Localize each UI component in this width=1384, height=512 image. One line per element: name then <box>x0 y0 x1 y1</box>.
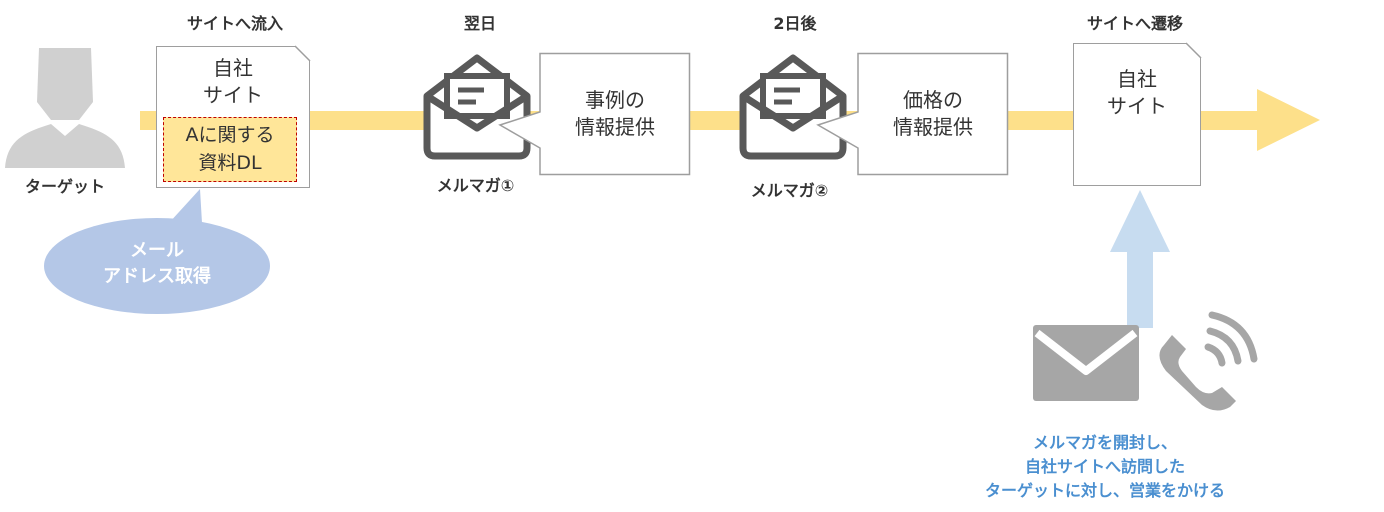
label-next-day: 翌日 <box>463 14 496 33</box>
person-icon <box>5 48 125 168</box>
callout-2-line1: 価格の <box>903 88 963 112</box>
site-page-2-line2: サイト <box>1107 94 1167 118</box>
sales-note-line1: メルマガを開封し、 <box>1032 433 1177 452</box>
email-bubble-line2: アドレス取得 <box>103 266 211 287</box>
label-two-days-later: 2日後 <box>773 14 817 33</box>
callout-1-shape <box>498 52 691 176</box>
sales-note: メルマガを開封し、 自社サイトへ訪問した ターゲットに対し、営業をかける <box>940 431 1270 503</box>
site-page-2-title: 自社 サイト <box>1074 66 1200 120</box>
callout-2-text: 価格の 情報提供 <box>858 87 1008 141</box>
target-person: ターゲット <box>5 40 125 200</box>
site-page-1-fold-line <box>294 45 311 62</box>
download-line1: Aに関する <box>185 124 275 146</box>
download-box[interactable]: Aに関する 資料DL <box>163 117 297 182</box>
callout-2-shape <box>816 52 1009 176</box>
callout-1-line1: 事例の <box>585 88 645 112</box>
site-page-1-line1: 自社 <box>213 56 253 80</box>
callout-1-line2: 情報提供 <box>575 115 655 139</box>
target-label: ターゲット <box>24 177 105 196</box>
site-page-1-title: 自社 サイト <box>157 55 309 109</box>
email-bubble-line1: メール <box>130 240 184 261</box>
site-page-1-line2: サイト <box>203 83 263 107</box>
envelope-icon <box>1033 325 1139 401</box>
sales-note-line2: 自社サイトへ訪問した <box>1024 457 1185 476</box>
label-site-inflow: サイトへ流入 <box>186 14 283 33</box>
sales-note-line3: ターゲットに対し、営業をかける <box>984 481 1225 500</box>
label-site-transition: サイトへ遷移 <box>1086 14 1183 33</box>
callout-2-line2: 情報提供 <box>893 115 973 139</box>
download-line2: 資料DL <box>198 152 262 174</box>
site-page-2-fold-line <box>1185 42 1202 59</box>
email-bubble-text: メール アドレス取得 <box>44 238 270 290</box>
open-envelope-icon-2 <box>739 54 847 160</box>
callout-1-text: 事例の 情報提供 <box>540 87 690 141</box>
label-mailmag1: メルマガ① <box>436 176 515 195</box>
phone-icon <box>1159 311 1258 411</box>
label-mailmag2: メルマガ② <box>750 181 829 200</box>
email-bubble-shape <box>44 189 270 314</box>
site-page-2: 自社 サイト <box>1073 43 1201 186</box>
up-arrow <box>1110 190 1170 328</box>
open-envelope-icon <box>423 54 531 160</box>
site-page-2-line1: 自社 <box>1117 67 1157 91</box>
